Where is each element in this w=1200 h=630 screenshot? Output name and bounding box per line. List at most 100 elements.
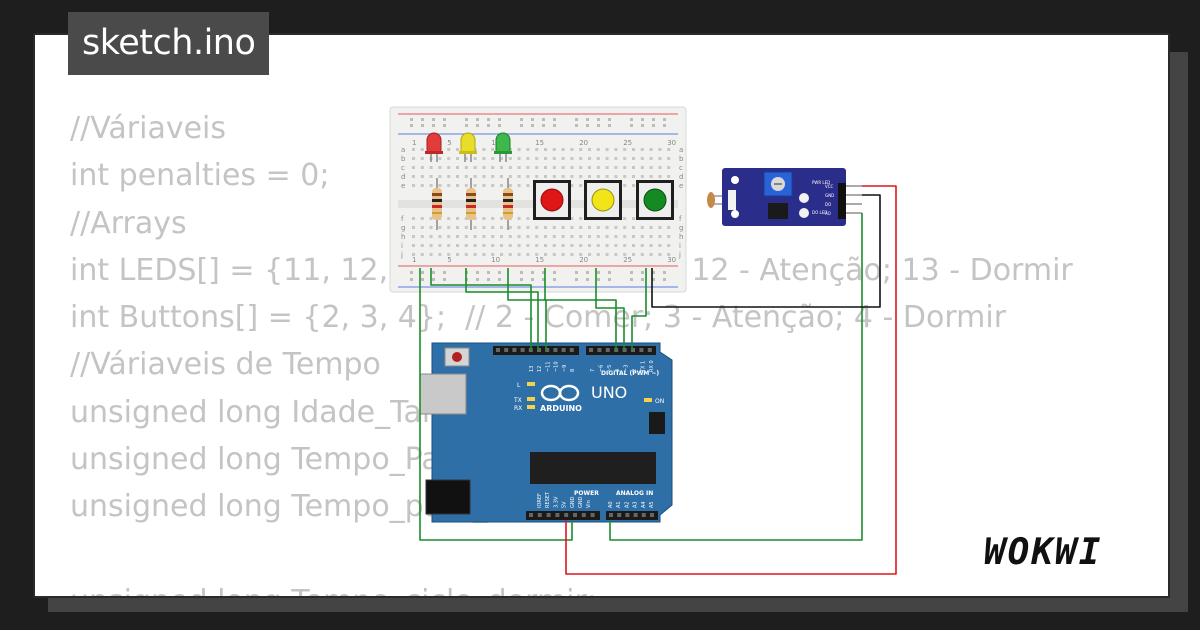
digital-label: DIGITAL (PWM ~): [601, 370, 659, 377]
pin-label: 4: [615, 369, 621, 372]
breadboard-column-number: 5: [447, 139, 451, 147]
light-sensor-module[interactable]: PWR LED DO LED VCC GND DO AO: [707, 168, 862, 226]
code-line: int Buttons[] = {2, 3, 4}; // 2 - Comer;…: [70, 300, 1007, 336]
breadboard-row-letter: j: [678, 251, 681, 259]
breadboard-column-number: 30: [667, 139, 676, 147]
button-yellow[interactable]: [584, 180, 622, 220]
code-background: //Váriaveis int penalties = 0; //Arrays int…: [70, 105, 1073, 596]
button-red[interactable]: [533, 180, 571, 220]
breadboard-row-letter: i: [679, 242, 681, 250]
resistor-2[interactable]: [466, 178, 476, 230]
breadboard-row-letter: f: [679, 215, 682, 223]
pin-label: IOREF: [537, 493, 543, 508]
sensor-pin-vcc: VCC: [825, 184, 834, 189]
pin-label: 5V: [562, 501, 568, 508]
wire-gnd[interactable]: [419, 268, 573, 541]
led-red[interactable]: [425, 132, 443, 162]
breadboard-column-number: 5: [447, 256, 451, 264]
power-label: POWER: [574, 490, 599, 497]
breadboard-row-letter: g: [401, 224, 405, 232]
breadboard-column-number: 25: [623, 139, 632, 147]
wire-sensor-gnd[interactable]: [651, 194, 881, 308]
sensor-do-led-label: DO LED: [812, 210, 827, 215]
sensor-pin-gnd: GND: [825, 193, 834, 198]
wire-led-green[interactable]: [507, 268, 547, 350]
resistor-1[interactable]: [432, 178, 442, 230]
breadboard-row-letter: i: [401, 242, 403, 250]
wire-button-red[interactable]: [544, 268, 617, 350]
board-brand: ARDUINO: [540, 404, 582, 413]
wire-sensor-ao[interactable]: [609, 213, 863, 541]
breadboard-column-number: 10: [491, 256, 500, 264]
pin-label: A4: [641, 501, 647, 508]
breadboard-row-letter: a: [401, 146, 405, 154]
analog-label: ANALOG IN: [616, 490, 653, 497]
breadboard-row-letter: f: [401, 215, 404, 223]
breadboard-column-number: 20: [579, 139, 588, 147]
pin-label: A2: [624, 501, 630, 508]
breadboard-row-letter: b: [401, 155, 406, 163]
breadboard-row-letter: j: [400, 251, 403, 259]
breadboard-row-letter: h: [679, 233, 683, 241]
sensor-pin-ao: AO: [825, 211, 831, 216]
sketch-title: sketch.ino: [68, 12, 270, 75]
wire-led-yellow[interactable]: [465, 268, 539, 350]
pin-label: A3: [633, 501, 639, 508]
pin-label: TX 1: [640, 361, 646, 373]
wire-sensor-vcc[interactable]: [565, 185, 897, 575]
wokwi-logo-text: WOKWI: [984, 532, 1102, 573]
pin-label: 2: [632, 369, 638, 372]
pin-label: A0: [608, 501, 614, 508]
resistor-3[interactable]: [503, 178, 513, 230]
breadboard-row-letter: e: [401, 182, 405, 190]
on-label: ON: [655, 398, 664, 405]
board-model: UNO: [591, 383, 627, 402]
led-green[interactable]: [494, 132, 512, 162]
sensor-pin-do: DO: [825, 202, 831, 207]
pin-label: 8: [570, 369, 576, 372]
pin-label: ~6: [598, 365, 604, 372]
breadboard-column-number: 1: [412, 139, 416, 147]
arduino-uno[interactable]: UNO ARDUINO DIGITAL (PWM ~) POWER ANALOG…: [419, 342, 673, 523]
button-green[interactable]: [636, 180, 674, 220]
breadboard-row-letter: b: [679, 155, 684, 163]
l-led-label: L: [517, 382, 521, 389]
breadboard-column-number: 30: [667, 256, 676, 264]
wokwi-logo: WOKWI: [976, 526, 1158, 576]
code-line: //Váriaveis: [70, 111, 227, 146]
code-line: int penalties = 0;: [70, 158, 330, 194]
breadboard-row-letter: a: [679, 146, 683, 154]
pin-label: A1: [616, 501, 622, 508]
breadboard-column-number: 20: [579, 256, 588, 264]
pin-label: Vin: [586, 500, 592, 508]
arduino-logo: [540, 384, 580, 402]
breadboard-row-letter: h: [401, 233, 405, 241]
pin-label: 7: [590, 369, 596, 372]
wire-button-green[interactable]: [631, 268, 647, 350]
sensor-pwr-led-label: PWR LED: [812, 180, 830, 185]
breadboard-column-number: 1: [412, 256, 416, 264]
code-line: //Váriaveis de Tempo: [70, 347, 381, 383]
breadboard-row-letter: d: [401, 173, 405, 181]
pin-label: ~11: [545, 361, 551, 372]
pin-label: ~5: [607, 365, 613, 372]
pin-label: GND: [578, 496, 584, 508]
rx-led-label: RX: [514, 405, 522, 412]
breadboard-row-letter: g: [679, 224, 683, 232]
code-line: //Arrays: [70, 205, 187, 241]
code-line: unsigned long Tempo_ciclo_dormir;: [70, 578, 1073, 596]
tx-led-label: TX: [513, 397, 522, 404]
pin-label: GND: [570, 496, 576, 508]
wire-led-red[interactable]: [430, 268, 532, 350]
pin-label: ~10: [554, 361, 560, 372]
wire-button-yellow[interactable]: [595, 268, 625, 350]
led-yellow[interactable]: [459, 132, 477, 162]
breadboard-column-number: 15: [535, 256, 544, 264]
pin-label: A5: [649, 501, 655, 508]
pin-label: 12: [537, 366, 543, 372]
breadboard-row-letter: c: [401, 164, 405, 172]
breadboard-column-number: 25: [623, 256, 632, 264]
breadboard-row-letter: e: [679, 182, 683, 190]
pin-label: RESET: [545, 491, 551, 508]
